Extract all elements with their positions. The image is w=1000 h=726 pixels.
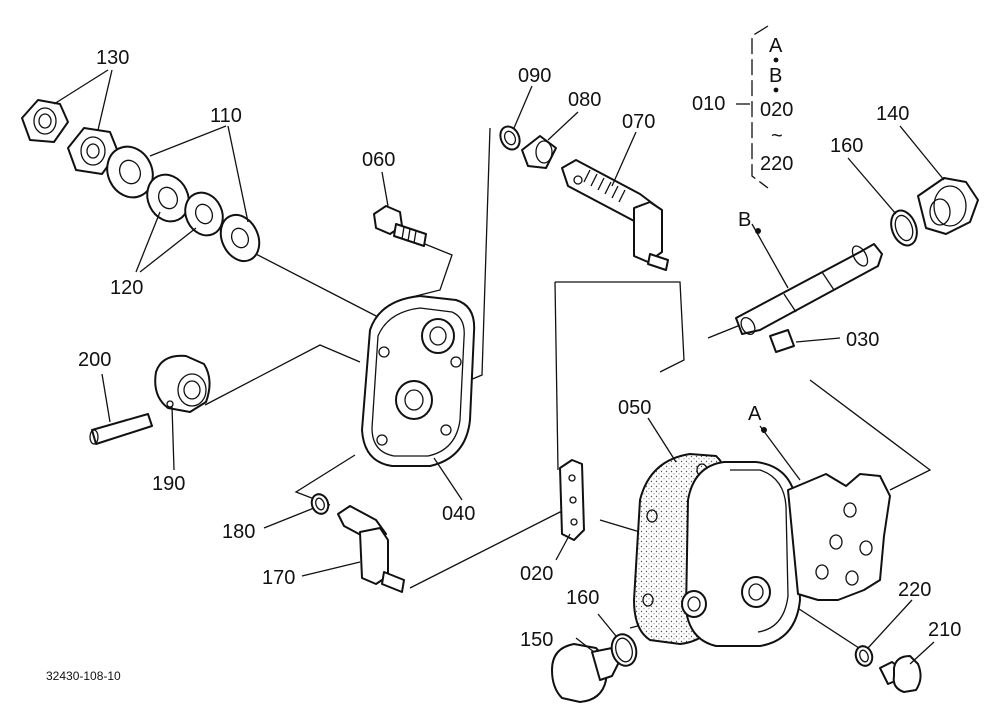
part-040-cover-plate [361,295,476,467]
part-090-o-ring [499,125,521,151]
callout-010: 010 [692,93,725,115]
part-060-bolt [373,205,427,247]
callout-170: 170 [262,567,295,589]
bracket-line-220: 220 [760,153,793,175]
part-180-o-ring [310,493,330,515]
callout-040: 040 [442,503,475,525]
part-160-o-ring-lower [610,633,638,667]
callout-190: 190 [152,473,185,495]
callout-210: 210 [928,619,961,641]
callout-140: 140 [876,103,909,125]
part-220-o-ring [854,645,874,667]
callout-020: 020 [520,563,553,585]
part-170-shaft [337,505,405,593]
part-140-plug [917,177,979,235]
callout-A: A [748,403,762,425]
part-210-plug [879,655,922,693]
part-070-shaft [561,159,669,271]
part-B-shaft [735,243,883,336]
callout-labels: 130 110 120 060 090 080 070 010 140 160 … [78,47,961,651]
part-030-key [769,329,795,353]
callout-080: 080 [568,89,601,111]
callout-130: 130 [96,47,129,69]
callout-120: 120 [110,277,143,299]
callout-050: 050 [618,397,651,419]
part-190-bushing [154,354,211,413]
callout-160-lower: 160 [566,587,599,609]
reference-dot-B [755,228,761,234]
part-160-o-ring-upper [890,209,918,247]
part-A-pump-body [681,461,891,647]
callout-leaders [53,69,945,665]
part-080-bushing [521,135,557,169]
callout-160-upper: 160 [830,135,863,157]
part-110-120-washers [106,145,261,263]
part-150-plug [551,643,621,703]
bracket-line-tilde: ~ [771,125,783,147]
reference-dot-A [761,427,767,433]
bracket-line-B: B [769,65,782,87]
callout-220: 220 [898,579,931,601]
part-130-nuts [21,99,119,175]
drawing-number: 32430-108-10 [46,669,121,683]
callout-180: 180 [222,521,255,543]
callout-200: 200 [78,349,111,371]
assembly-bracket-010 [751,25,779,189]
part-020-link [559,459,585,541]
callout-110: 110 [210,105,242,127]
bracket-line-020: 020 [760,99,793,121]
bracket-line-A: A [769,35,783,57]
callout-150: 150 [520,629,553,651]
callout-070: 070 [622,111,655,133]
callout-B: B [738,209,751,231]
part-200-pin [89,413,153,445]
callout-060: 060 [362,149,395,171]
bracket-contents: A B 020 ~ 220 [760,35,793,175]
callout-030: 030 [846,329,879,351]
callout-090: 090 [518,65,551,87]
